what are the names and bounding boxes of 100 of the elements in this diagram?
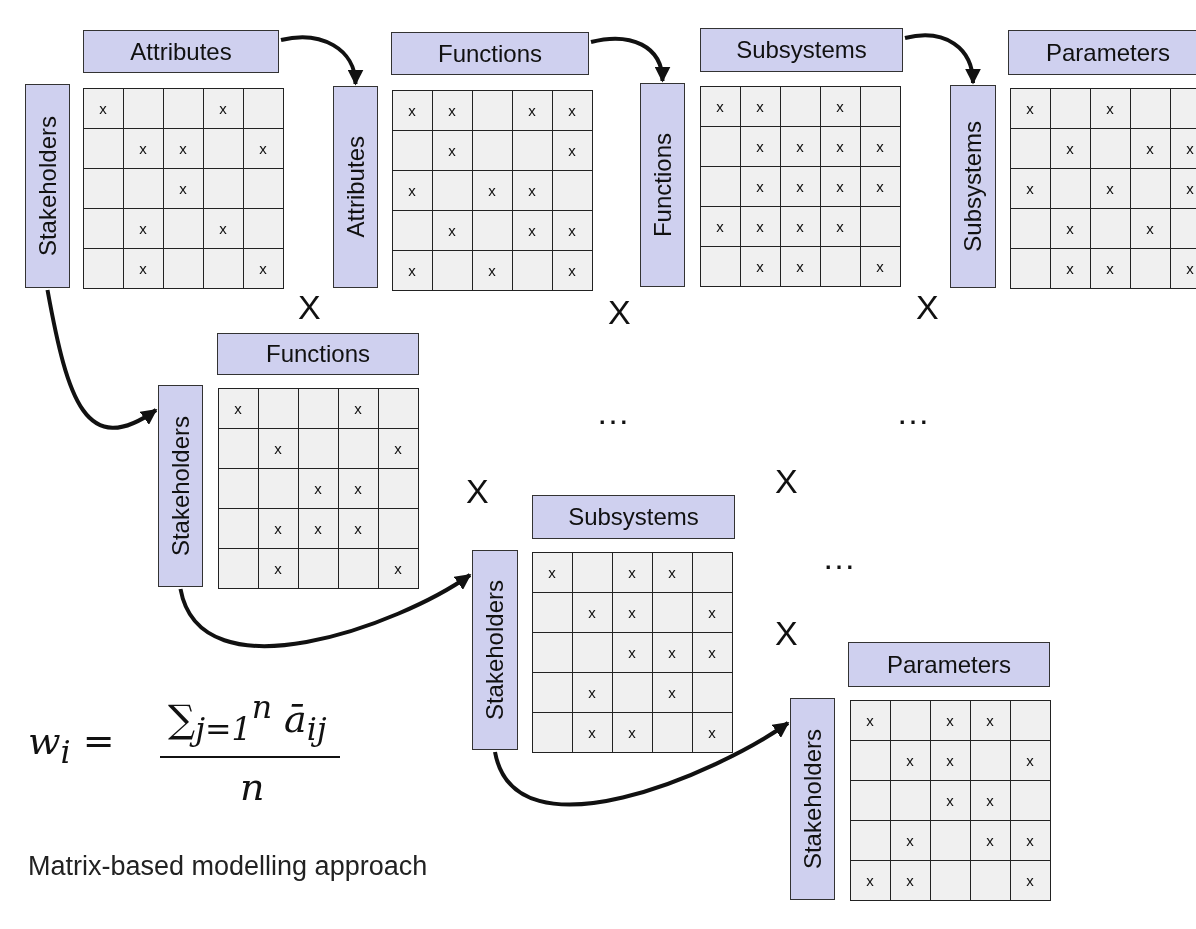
matrix-cell: x [337, 467, 379, 509]
matrix-cell: x [611, 591, 653, 633]
matrix-cell: x [1049, 247, 1091, 289]
matrix-cell: x [391, 169, 433, 211]
matrix-cell: x [739, 85, 781, 127]
matrix-cell: x [819, 125, 861, 167]
row-header-box: Functions [640, 83, 685, 287]
matrix-cell: x [297, 467, 339, 509]
matrix-cell: x [257, 507, 299, 549]
matrix-cell: x [82, 87, 124, 129]
matrix-cell: x [859, 165, 901, 207]
matrix-cell: x [257, 427, 299, 469]
matrix-cell: x [889, 819, 931, 861]
operator-symbol: X [466, 474, 489, 508]
matrix-cell: x [779, 165, 821, 207]
matrix-cell: x [1129, 207, 1171, 249]
curved-arrow [178, 573, 472, 648]
matrix-cell: x [779, 125, 821, 167]
matrix-cell: x [471, 249, 513, 291]
caption-text: Matrix-based modelling approach [28, 850, 428, 883]
matrix-cell: x [691, 631, 733, 673]
matrix-cell: x [162, 127, 204, 169]
matrix-cell: x [531, 551, 573, 593]
matrix-cell: x [1009, 859, 1051, 901]
matrix-cell: x [337, 507, 379, 549]
matrix-cell: x [651, 671, 693, 713]
matrix-cell: x [1049, 207, 1091, 249]
column-header-box: Functions [391, 32, 589, 75]
matrix-cell: x [511, 209, 553, 251]
matrix-cell: x [969, 819, 1011, 861]
matrix-cell: x [611, 631, 653, 673]
matrix-cell: x [1089, 167, 1131, 209]
matrix-cell: x [849, 859, 891, 901]
ellipsis: … [596, 395, 630, 429]
matrix-cell: x [257, 547, 299, 589]
matrix-cell: x [551, 209, 593, 251]
matrix-cell: x [551, 249, 593, 291]
matrix-cell: x [651, 551, 693, 593]
matrix-cell: x [739, 205, 781, 247]
operator-symbol: X [775, 616, 798, 650]
matrix-cell: x [511, 89, 553, 131]
matrix-cell: x [377, 547, 419, 589]
column-header-box: Parameters [1008, 30, 1196, 75]
matrix-cell: x [969, 699, 1011, 741]
row-header-box: Stakeholders [790, 698, 835, 900]
matrix-cell: x [929, 739, 971, 781]
operator-symbol: X [775, 464, 798, 498]
column-header-box: Parameters [848, 642, 1050, 687]
matrix-cell: x [611, 711, 653, 753]
matrix-cell: x [297, 507, 339, 549]
matrix-cell: x [819, 205, 861, 247]
matrix-cell: x [859, 245, 901, 287]
row-header-box: Attributes [333, 86, 378, 288]
matrix-cell: x [122, 247, 164, 289]
matrix-cell: x [431, 129, 473, 171]
curved-arrow [280, 35, 363, 86]
matrix-cell: x [739, 125, 781, 167]
matrix-cell: x [122, 207, 164, 249]
matrix-cell: x [699, 205, 741, 247]
matrix-cell: x [122, 127, 164, 169]
formula-text: w$_{i}$ = [28, 722, 115, 769]
matrix-cell: x [202, 87, 244, 129]
matrix-cell: x [699, 85, 741, 127]
ellipsis: … [822, 540, 856, 574]
matrix-cell: x [1089, 87, 1131, 129]
matrix-cell: x [1049, 127, 1091, 169]
matrix-cell: x [242, 247, 284, 289]
matrix-cell: x [377, 427, 419, 469]
row-header-box: Stakeholders [158, 385, 203, 587]
formula-text: ∑$_{j=1}$$^{n}$ ā$_{ij}$ [168, 692, 327, 746]
matrix-cell: x [511, 169, 553, 211]
matrix-cell: x [217, 387, 259, 429]
curved-arrow [904, 33, 980, 85]
matrix-cell: x [859, 125, 901, 167]
matrix-cell: x [779, 245, 821, 287]
operator-symbol: X [298, 290, 321, 324]
row-header-box: Stakeholders [25, 84, 70, 288]
column-header-box: Subsystems [532, 495, 735, 539]
matrix-cell: x [551, 129, 593, 171]
matrix-cell: x [969, 779, 1011, 821]
matrix-cell: x [1009, 819, 1051, 861]
matrix-cell: x [1009, 167, 1051, 209]
matrix-cell: x [571, 711, 613, 753]
matrix-cell: x [691, 591, 733, 633]
matrix-cell: x [551, 89, 593, 131]
ellipsis: … [896, 395, 930, 429]
matrix-cell: x [242, 127, 284, 169]
matrix-cell: x [1129, 127, 1171, 169]
matrix-cell: x [651, 631, 693, 673]
matrix-cell: x [202, 207, 244, 249]
operator-symbol: X [608, 295, 631, 329]
curved-arrow [493, 721, 790, 807]
matrix-cell: x [431, 209, 473, 251]
row-header-box: Subsystems [950, 85, 996, 288]
column-header-box: Attributes [83, 30, 279, 73]
matrix-cell: x [739, 245, 781, 287]
matrix-cell: x [431, 89, 473, 131]
operator-symbol: X [916, 290, 939, 324]
curved-arrow [45, 289, 158, 430]
matrix-cell: x [1009, 87, 1051, 129]
